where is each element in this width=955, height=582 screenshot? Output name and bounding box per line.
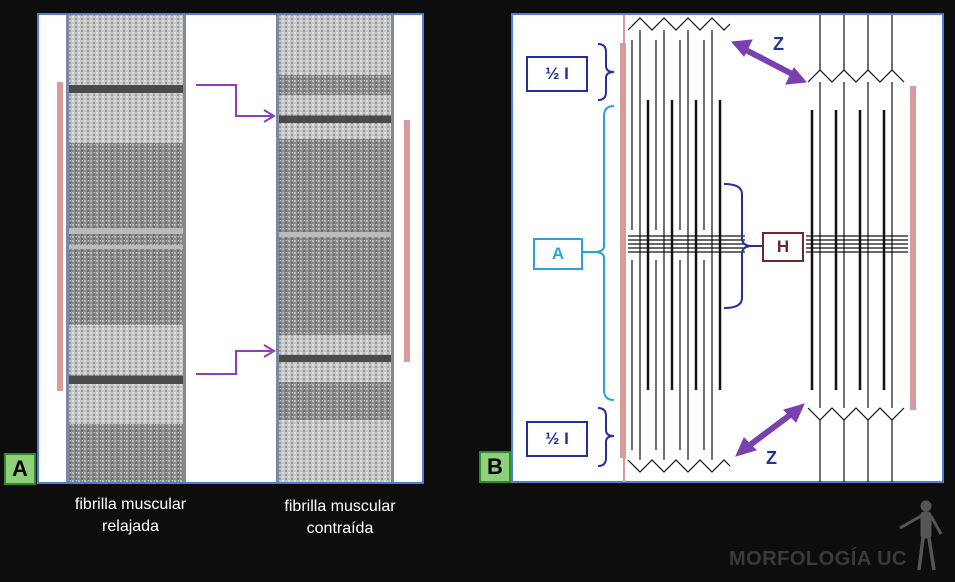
logo-text: MORFOLOGÍA UC: [729, 548, 907, 571]
